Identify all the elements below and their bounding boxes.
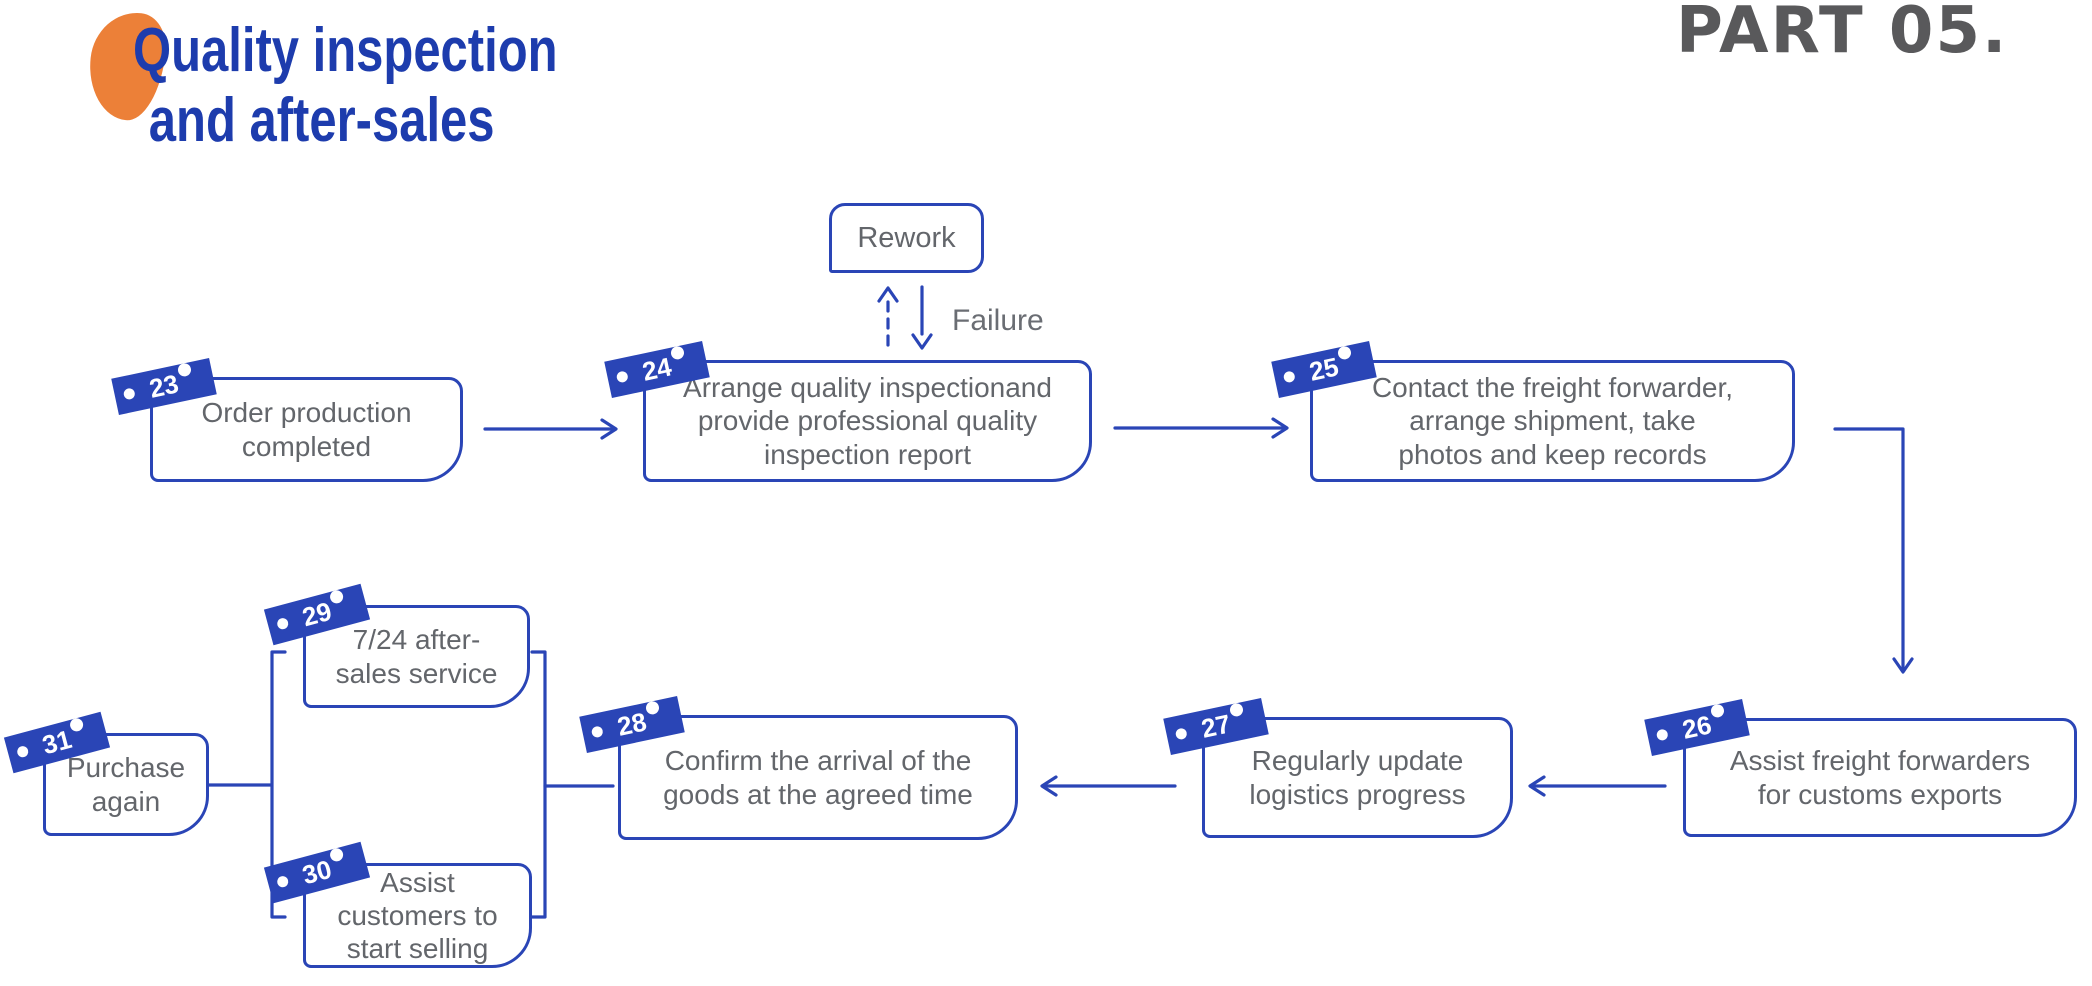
rework-label: Rework	[857, 221, 956, 254]
node-text-line: provide professional quality	[697, 405, 1038, 437]
node-text-line: 7/24 after-	[352, 624, 481, 656]
badge-dot-icon	[669, 345, 686, 361]
badge-dot-icon	[328, 846, 345, 863]
node-text-line: inspection report	[763, 438, 971, 470]
arrowhead-left-icon	[1528, 775, 1546, 797]
step-number: 31	[39, 723, 75, 761]
rework-box: Rework	[829, 203, 984, 273]
badge-dot-icon	[590, 725, 604, 739]
node-text-line: customers to	[337, 899, 498, 931]
badge-dot-icon	[1336, 345, 1353, 361]
node-box: Contact the freight forwarder, arrange s…	[1310, 360, 1795, 482]
arrowhead-up-icon	[877, 286, 899, 303]
badge-dot-icon	[644, 700, 661, 716]
badge-dot-icon	[275, 874, 290, 889]
node-text-line: start selling	[346, 933, 489, 965]
node-text-line: photos and keep records	[1398, 438, 1707, 470]
step-number: 25	[1306, 351, 1342, 387]
flow-node-31: Purchase again 31	[3, 711, 209, 836]
arrowhead-down-icon	[911, 333, 933, 350]
failure-label: Failure	[952, 304, 1044, 337]
node-text-line: Assist freight forwarders	[1729, 745, 2031, 777]
node-box: Arrange quality inspectionand provide pr…	[643, 360, 1092, 482]
badge-dot-icon	[176, 362, 193, 378]
node-text-line: Order production	[201, 397, 412, 429]
badge-dot-icon	[1174, 727, 1188, 741]
node-text-line: Regularly update	[1251, 745, 1464, 777]
node-text-line: again	[91, 785, 161, 817]
flow-node-25: Contact the freight forwarder, arrange s…	[1271, 341, 1795, 482]
badge-dot-icon	[1228, 702, 1245, 718]
step-number: 28	[614, 706, 650, 742]
badge-dot-icon	[1282, 370, 1296, 384]
bracket-right	[530, 650, 547, 919]
badge-dot-icon	[15, 744, 30, 759]
node-text-line: for customs exports	[1757, 778, 2003, 810]
badge-dot-icon	[1709, 703, 1726, 719]
flow-node-30: Assist customers to start selling 30	[263, 841, 532, 968]
node-text-line: Assist	[380, 866, 455, 898]
badge-dot-icon	[275, 616, 290, 631]
slide-title-line1: Quality inspection	[133, 16, 558, 85]
node-text-line: sales service	[335, 657, 498, 689]
node-text-line: completed	[241, 430, 372, 462]
step-number: 26	[1679, 709, 1715, 745]
badge-dot-icon	[68, 716, 85, 733]
arrow-25-26	[1833, 427, 1905, 671]
flow-node-29: 7/24 after- sales service 29	[263, 583, 530, 708]
step-number: 23	[146, 368, 182, 404]
node-text-line: arrange shipment, take	[1409, 405, 1696, 437]
arrowhead-right-icon	[1271, 417, 1289, 439]
node-box: Assist freight forwarders for customs ex…	[1683, 718, 2077, 837]
node-text-line: logistics progress	[1249, 778, 1466, 810]
badge-dot-icon	[328, 588, 345, 605]
flow-node-26: Assist freight forwarders for customs ex…	[1644, 699, 2077, 837]
slide-title-line2: and after-sales	[148, 86, 495, 156]
flow-node-27: Regularly update logistics progress 27	[1163, 698, 1513, 838]
node-text-line: goods at the agreed time	[663, 778, 973, 810]
node-box: Confirm the arrival of the goods at the …	[618, 715, 1018, 840]
arrowhead-right-icon	[600, 418, 618, 440]
arrowhead-left-icon	[1040, 775, 1058, 797]
node-text-line: Contact the freight forwarder,	[1371, 372, 1734, 404]
step-number: 29	[299, 595, 335, 633]
step-number: 24	[639, 351, 675, 387]
node-text-line: Arrange quality inspectionand	[683, 372, 1052, 404]
badge-dot-icon	[1655, 728, 1669, 742]
badge-dot-icon	[615, 370, 629, 384]
step-number: 27	[1198, 708, 1234, 744]
flow-node-24: Arrange quality inspectionand provide pr…	[604, 341, 1092, 482]
part-label: PART 05.	[1676, 0, 2009, 68]
flow-node-28: Confirm the arrival of the goods at the …	[579, 696, 1018, 840]
badge-dot-icon	[122, 387, 136, 401]
flow-node-23: Order production completed 23	[111, 358, 463, 482]
arrowhead-down-icon	[1892, 657, 1914, 674]
node-text-line: Purchase	[66, 752, 186, 784]
slide-title: Quality inspection and after-sales	[133, 16, 558, 156]
node-text-line: Confirm the arrival of the	[664, 745, 972, 777]
step-number: 30	[299, 853, 335, 891]
